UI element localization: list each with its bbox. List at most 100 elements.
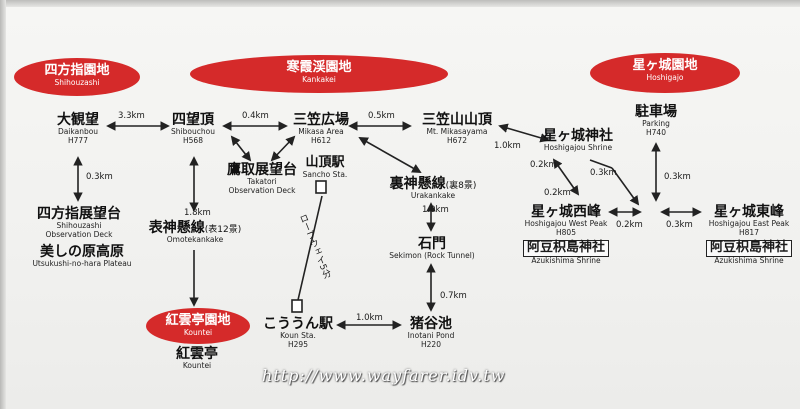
path-junction-arrow [611, 167, 640, 206]
node-koun-h: H295 [288, 339, 308, 349]
area-kountei: 紅雲亭園地 Kountei [146, 308, 250, 344]
distance-shrine-upper: 0.2km [530, 160, 557, 170]
distance-daikanbou-shibouchou: 3.3km [118, 111, 145, 121]
node-kountei-en: Kountei [182, 361, 212, 371]
node-utsukushi: 美しの原高原 Utsukushi-no-hara Plateau [22, 244, 142, 269]
area-shihouzashi-jp: 四方指園地 [44, 63, 110, 78]
node-inotani-en: Inotani Pond [407, 331, 455, 341]
node-east-peak-en: Hoshigajou East Peak [708, 219, 790, 229]
path-shibouchou-takatori [230, 135, 252, 162]
node-shihouzashi-deck-en1: Shihouzashi [56, 221, 102, 231]
node-east-peak-h: H817 [739, 227, 759, 237]
node-mikasa-jp: 三笠広場 [293, 112, 349, 128]
node-shibouchou-en: Shibouchou [171, 127, 215, 137]
node-hoshigajou-shrine: 星ヶ城神社 Hoshigajou Shrine [532, 128, 624, 153]
distance-shrine-westpeak: 0.2km [544, 188, 571, 198]
node-utsukushi-jp: 美しの原高原 [40, 244, 124, 260]
distance-sekimon-inotani: 0.7km [440, 291, 467, 301]
node-shibouchou-h: H568 [183, 135, 203, 145]
node-sekimon-en: Sekimon (Rock Tunnel) [389, 251, 475, 261]
node-sekimon-jp: 石門 [418, 236, 446, 252]
node-ura-suffix: (裏8景) [445, 181, 477, 191]
node-east-peak-jp: 星ヶ城東峰 [714, 204, 784, 220]
node-kountei-jp: 紅雲亭 [176, 346, 218, 362]
node-inotani-jp: 猪谷池 [410, 316, 452, 332]
node-takatori-en2: Observation Deck [228, 185, 296, 195]
node-parking: 駐車場 Parking H740 [630, 104, 682, 137]
distance-ura-sekimon: 1.0km [422, 205, 449, 215]
node-mikasayama-jp: 三笠山山頂 [422, 112, 492, 128]
distance-shrine-junction: 0.3km [590, 168, 617, 178]
distance-mikasayama-shrine: 1.0km [494, 141, 521, 151]
node-east-peak-shrine-box: 阿豆枳島神社 [705, 240, 792, 258]
node-inotani-h: H220 [421, 339, 441, 349]
node-omote-suffix: (表12景) [204, 225, 242, 235]
area-kountei-en: Kountei [183, 328, 213, 337]
path-mikasa-ura [358, 137, 422, 173]
node-west-peak-shrine-en: Azukishima Shrine [531, 256, 601, 266]
node-kountei: 紅雲亭 Kountei [166, 346, 228, 371]
koun-station-marker [291, 299, 303, 313]
node-shibouchou: 四望頂 Shibouchou H568 [162, 112, 224, 145]
node-takatori: 鷹取展望台 Takatori Observation Deck [216, 162, 308, 195]
watermark-url: http://www.wayfarer.idv.tw [262, 366, 506, 385]
area-hoshigajo-en: Hoshigajo [646, 73, 684, 82]
node-takatori-en1: Takatori [247, 177, 277, 187]
distance-junction-eastpeak: 0.3km [666, 220, 693, 230]
node-mikasa-en: Mikasa Area [298, 127, 344, 137]
node-koun-jp: こううん駅 [263, 316, 333, 332]
area-shihouzashi: 四方指園地 Shihouzashi [14, 58, 140, 96]
distance-daikanbou-deck: 0.3km [86, 172, 113, 182]
node-mikasa: 三笠広場 Mikasa Area H612 [284, 112, 358, 145]
area-kankakei: 寒霞渓園地 Kankakei [190, 55, 448, 93]
distance-koun-inotani: 1.0km [356, 313, 383, 323]
distance-mikasa-mikasayama: 0.5km [368, 111, 395, 121]
node-ura: 裏神懸線(裏8景) Urakankake [378, 176, 488, 201]
node-omote: 表神懸線(表12景) Omotekankake [140, 220, 250, 245]
node-inotani: 猪谷池 Inotani Pond H220 [400, 316, 462, 349]
ropeway-line [297, 195, 323, 301]
node-parking-jp: 駐車場 [635, 104, 677, 120]
node-west-peak-jp: 星ヶ城西峰 [531, 204, 601, 220]
node-parking-h: H740 [646, 127, 666, 137]
distance-parking-junction: 0.3km [664, 172, 691, 182]
path-mikasa-takatori [270, 135, 296, 162]
node-ura-jp: 裏神懸線 [389, 176, 446, 192]
node-mikasa-h: H612 [311, 135, 331, 145]
distance-shibouchou-omote: 1.8km [184, 208, 211, 218]
area-kankakei-jp: 寒霞渓園地 [286, 60, 352, 75]
node-hoshigajou-shrine-jp: 星ヶ城神社 [543, 128, 613, 144]
node-east-peak-shrine-en: Azukishima Shrine [714, 256, 784, 266]
path-shrine-junction [589, 159, 613, 169]
area-shihouzashi-en: Shihouzashi [54, 78, 100, 87]
node-omote-jp: 表神懸線 [148, 220, 205, 236]
node-koun: こううん駅 Koun Sta. H295 [262, 316, 334, 349]
node-mikasayama-h: H672 [447, 135, 467, 145]
node-ura-en: Urakankake [410, 191, 456, 201]
area-hoshigajo-jp: 星ヶ城園地 [632, 58, 698, 73]
node-utsukushi-en: Utsukushi-no-hara Plateau [32, 259, 132, 269]
node-daikanbou: 大観望 Daikanbou H777 [48, 112, 108, 145]
node-koun-en: Koun Sta. [280, 331, 316, 341]
node-west-peak-shrine-box: 阿豆枳島神社 [522, 240, 609, 258]
node-sancho-jp: 山頂駅 [305, 155, 345, 170]
node-sancho: 山頂駅 Sancho Sta. [296, 155, 354, 180]
node-omote-en: Omotekankake [166, 235, 224, 245]
board-frame-top [0, 0, 800, 7]
node-west-peak-en: Hoshigajou West Peak [524, 219, 608, 229]
area-hoshigajo: 星ヶ城園地 Hoshigajo [590, 53, 740, 93]
distance-shibouchou-mikasa: 0.4km [242, 111, 269, 121]
node-shibouchou-jp: 四望頂 [172, 112, 214, 128]
node-west-peak-h: H805 [556, 227, 576, 237]
node-sancho-en: Sancho Sta. [302, 169, 348, 179]
node-parking-en: Parking [642, 119, 670, 129]
node-daikanbou-h: H777 [68, 135, 88, 145]
node-hoshigajou-shrine-en: Hoshigajou Shrine [543, 143, 613, 153]
area-kountei-jp: 紅雲亭園地 [165, 313, 231, 328]
distance-westpeak-junction: 0.2km [616, 220, 643, 230]
node-mikasayama-en: Mt. Mikasayama [426, 127, 488, 137]
path-mikasayama-shrine [498, 123, 550, 143]
node-shihouzashi-deck-en2: Observation Deck [45, 229, 113, 239]
